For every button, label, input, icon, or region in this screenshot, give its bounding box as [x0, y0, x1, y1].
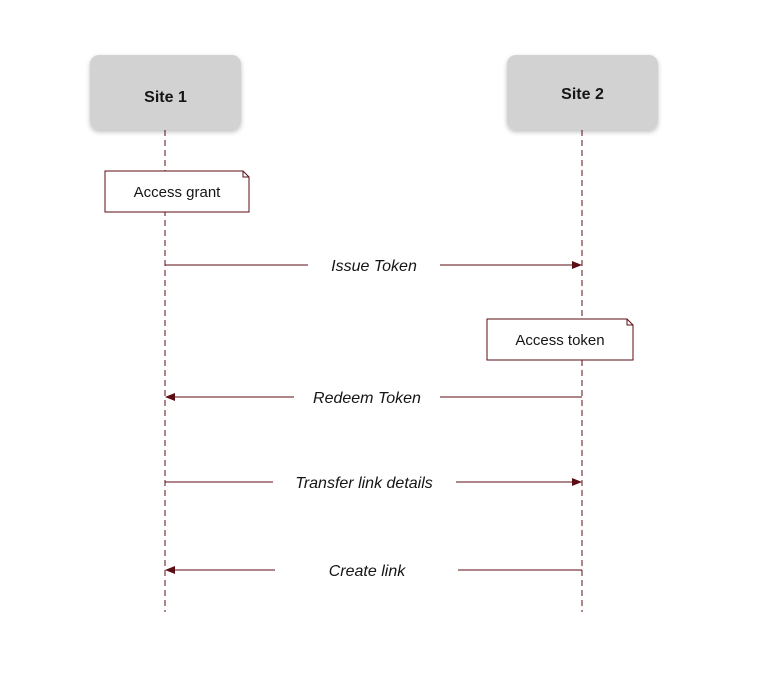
message-label: Redeem Token — [313, 390, 421, 407]
note-access-grant: Access grant — [104, 170, 250, 213]
note-box — [486, 318, 634, 361]
note-fold — [626, 319, 633, 326]
message-label: Transfer link details — [295, 475, 433, 492]
note-box — [104, 170, 250, 213]
message-issue-token: Issue Token — [165, 258, 582, 275]
participant-box — [507, 55, 658, 130]
participant-site1: Site 1 — [90, 55, 241, 130]
message-create-link: Create link — [165, 563, 582, 580]
participant-site2: Site 2 — [507, 55, 658, 130]
message-transfer-link-details: Transfer link details — [165, 475, 582, 492]
note-label: Access token — [515, 332, 604, 349]
message-label: Create link — [329, 563, 406, 580]
message-label: Issue Token — [331, 258, 417, 275]
note-access-token: Access token — [486, 318, 634, 361]
note-fold — [242, 171, 249, 178]
note-label: Access grant — [134, 184, 222, 201]
participant-label: Site 2 — [561, 86, 604, 103]
message-redeem-token: Redeem Token — [165, 390, 582, 407]
participant-label: Site 1 — [144, 89, 187, 106]
participant-box — [90, 55, 241, 130]
